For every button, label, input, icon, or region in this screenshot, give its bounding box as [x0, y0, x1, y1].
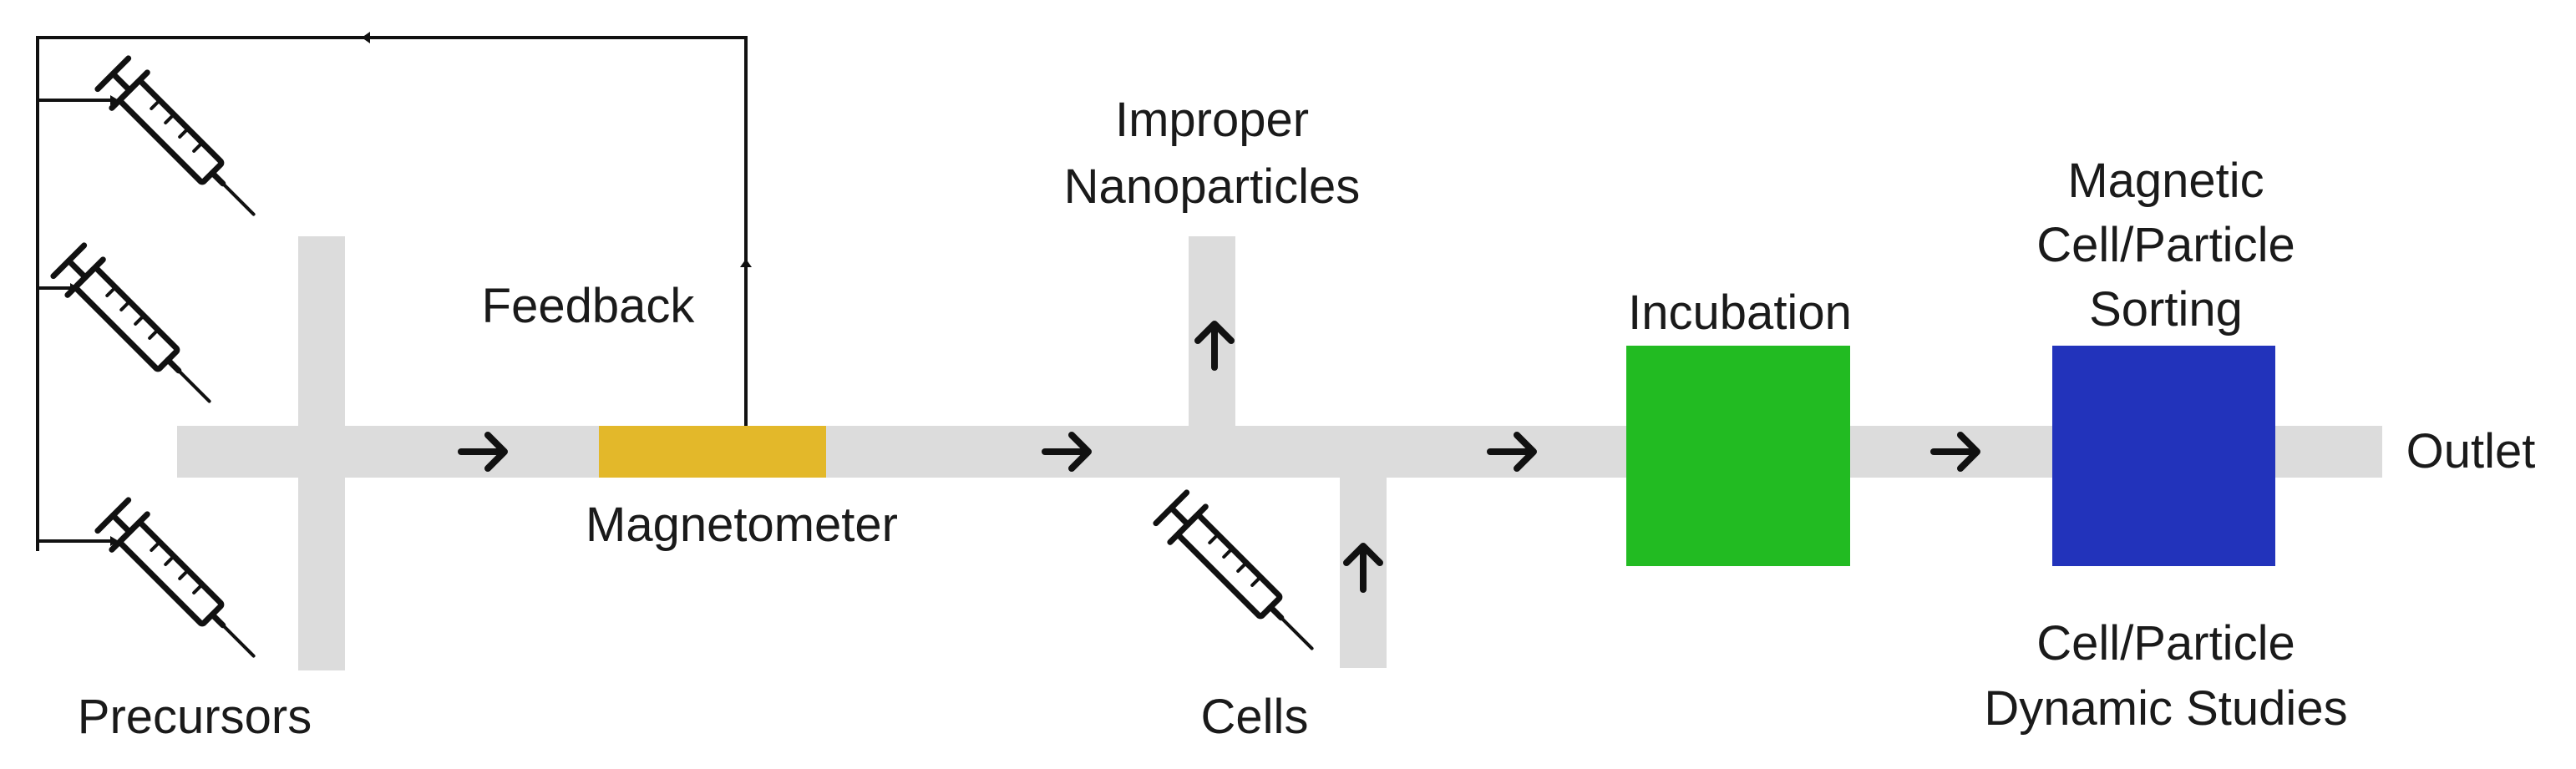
label-sorting-line1: Magnetic — [2067, 154, 2264, 208]
label-dynamic-line2: Dynamic Studies — [1984, 681, 2347, 736]
label-cells: Cells — [1201, 690, 1309, 744]
feedback-line — [36, 36, 748, 551]
syringe-icon — [95, 498, 271, 674]
syringe-icon — [1154, 490, 1330, 666]
main-channel — [177, 426, 2382, 478]
label-feedback: Feedback — [482, 279, 696, 333]
label-improper-line1: Improper — [1115, 93, 1309, 147]
label-dynamic-line1: Cell/Particle — [2036, 616, 2295, 670]
syringe-icon — [51, 243, 227, 419]
feed-arrow-3-icon — [110, 536, 119, 546]
feedback-arrow-left-icon — [362, 32, 370, 43]
label-improper-line2: Nanoparticles — [1064, 159, 1361, 214]
feedback-arrow-up-icon — [740, 259, 752, 267]
label-incubation: Incubation — [1628, 286, 1852, 340]
label-sorting-line2: Cell/Particle — [2036, 218, 2295, 272]
label-precursors: Precursors — [78, 690, 312, 744]
label-sorting-line3: Sorting — [2089, 282, 2243, 336]
feed-arrow-1-icon — [110, 95, 119, 105]
magnetometer-block — [599, 426, 826, 478]
syringe-icon — [95, 56, 271, 232]
sorting-block — [2052, 346, 2275, 566]
incubation-block — [1626, 346, 1850, 566]
precursor-mixing-channel — [298, 236, 345, 670]
label-outlet: Outlet — [2406, 424, 2536, 478]
label-magnetometer: Magnetometer — [586, 498, 898, 552]
